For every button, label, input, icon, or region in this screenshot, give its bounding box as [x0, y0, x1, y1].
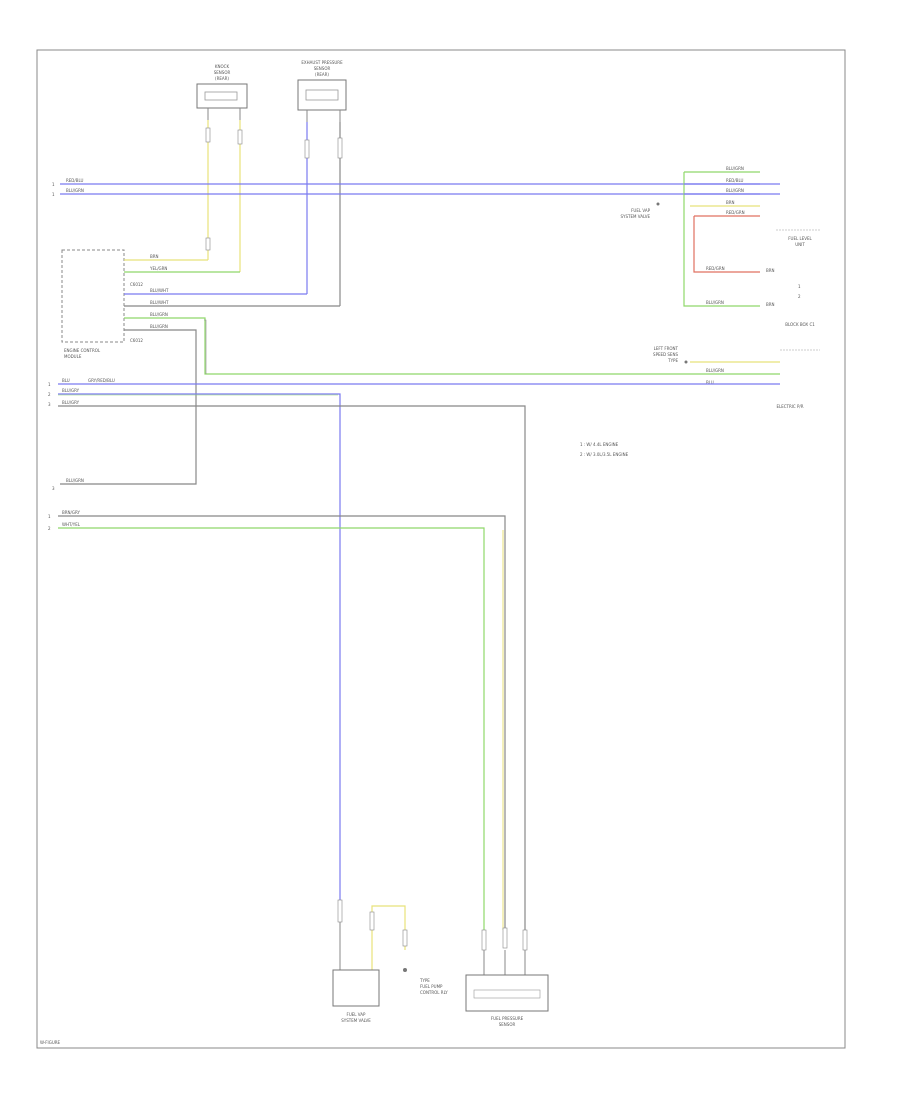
svg-text:1: 1	[798, 284, 801, 289]
wire-label-low-2: WHT/YEL	[62, 522, 81, 527]
svg-text:2: 2	[798, 294, 801, 299]
svg-text:1: 1	[48, 514, 51, 519]
left-sensor-label-1: KNOCK	[215, 64, 230, 69]
left-top-sensor: KNOCK SENSOR (REAR)	[196, 64, 248, 120]
right-sensor-body	[297, 79, 347, 111]
svg-text:2: 2	[48, 392, 51, 397]
top-bus: 1 1 RED/BLU BLU/GRN	[52, 178, 780, 197]
mid-label-1: LEFT FRONT	[654, 346, 679, 351]
wire-label-r-1: BLU/GRN	[726, 166, 744, 171]
ground-label-1: TYPE	[419, 978, 430, 983]
left-sensor-label-2: SENSOR	[214, 70, 231, 75]
wire-label-mid-3: BLU/GRY	[62, 400, 80, 405]
notes: 1 : W/ 4.4L ENGINE 2 : W/ 3.0L/3.5L ENGI…	[580, 442, 629, 457]
wire-label-ecm-6: BLU/GRN	[150, 324, 168, 329]
footer-label: W-FIGURE	[40, 1040, 61, 1045]
low-bus: 1 2 BRN/GRY WHT/YEL	[48, 510, 506, 930]
right-connector2-label: ELECTRIC P/R	[776, 404, 803, 409]
wire-label-top-1: RED/BLU	[66, 178, 84, 183]
ground-label-3: CONTROL RLY	[420, 990, 448, 995]
mid-right-connector: LEFT FRONT SPEED SENS TYPE BLU/GRN BLU E…	[653, 346, 820, 409]
fuel-vap-valve-body	[332, 969, 380, 1007]
diagram-frame	[36, 49, 846, 1049]
ecm-body	[61, 249, 125, 343]
wire-label-ecm-4: BLU/WHT	[150, 300, 169, 305]
fuel-pressure-sensor: FUEL PRESSURE SENSOR	[465, 927, 549, 1027]
ground-point	[403, 968, 407, 972]
wire-label-mid-2: BLU/GRY	[62, 388, 80, 393]
svg-text:1: 1	[48, 382, 51, 387]
note-2: 2 : W/ 3.0L/3.5L ENGINE	[580, 452, 629, 457]
ground-label-2: FUEL PUMP	[420, 984, 443, 989]
svg-text:3: 3	[52, 486, 55, 491]
wire-label-ecm-2: YEL/GRN	[149, 266, 167, 271]
mid-label-3: TYPE	[667, 358, 678, 363]
center-sensor-label-2: SYSTEM VALVE	[621, 214, 651, 219]
wire-label-top-2: BLU/GRN	[66, 188, 84, 193]
center-sensor-label-1: FUEL VAP	[631, 208, 650, 213]
fuel-pressure-body	[465, 974, 549, 1012]
wire-label-r-2: RED/BLU	[726, 178, 744, 183]
fuel-level-unit-label-1: FUEL LEVEL	[788, 236, 812, 241]
svg-text:1: 1	[52, 182, 55, 187]
right-top-sensor: EXHAUST PRESSURE SENSOR (REAR)	[297, 60, 347, 122]
fuel-level-unit-label-2: UNIT	[795, 242, 805, 247]
note-1: 1 : W/ 4.4L ENGINE	[580, 442, 619, 447]
wire-label-low-1: BRN/GRY	[62, 510, 80, 515]
fuel-pressure-label-2: SENSOR	[499, 1022, 516, 1027]
ecm-connector-bottom: C6012	[130, 338, 143, 343]
svg-text:2: 2	[48, 526, 51, 531]
ecm-wires: BRN YEL/GRN BLU/WHT BLU/WHT BLU/GRN BLU/…	[52, 254, 780, 491]
wire-label-r-8: BRN	[766, 268, 775, 273]
top-sensor-wires	[205, 120, 343, 306]
wire-label-r-11: BLU	[706, 380, 714, 385]
right-connector-label: BLOCK BOX C1	[785, 322, 815, 327]
ecm-label-1: ENGINE CONTROL	[64, 348, 101, 353]
right-sensor-label-3: (REAR)	[315, 72, 329, 77]
right-connector-block: BLU/GRN RED/BLU BLU/GRN BRN RED/GRN RED/…	[621, 166, 820, 327]
wire-label-ecm-1: BRN	[150, 254, 159, 259]
right-sensor-label-1: EXHAUST PRESSURE	[301, 60, 343, 65]
fuel-vap-label-1: FUEL VAP	[347, 1012, 366, 1017]
right-sensor-label-2: SENSOR	[314, 66, 331, 71]
left-sensor-label-3: (REAR)	[215, 76, 229, 81]
wire-label-ecm-6b: BLU/GRN	[66, 478, 84, 483]
wire-label-r-3: BLU/GRN	[726, 188, 744, 193]
wire-label-ecm-5: BLU/GRN	[150, 312, 168, 317]
fuel-vap-label-2: SYSTEM VALVE	[341, 1018, 371, 1023]
wire-label-r-4: BRN	[726, 200, 735, 205]
fuel-vap-valve: FUEL VAP SYSTEM VALVE TYPE FUEL PUMP CON…	[332, 899, 448, 1023]
wire-label-r-9: BRN	[766, 302, 775, 307]
mid-bus: 1 2 3 BLU GRY/RED/BLU BLU/GRY BLU/GRY	[48, 378, 780, 930]
fuel-pressure-label-1: FUEL PRESSURE	[491, 1016, 524, 1021]
left-sensor-body	[196, 83, 248, 109]
svg-text:1: 1	[52, 192, 55, 197]
wire-label-r-5: RED/GRN	[726, 210, 745, 215]
wire-label-ecm-3: BLU/WHT	[150, 288, 169, 293]
mid-label-2: SPEED SENS	[653, 352, 678, 357]
svg-text:3: 3	[48, 402, 51, 407]
ecm-connector-top: C6012	[130, 282, 143, 287]
engine-control-module: ENGINE CONTROL MODULE C6012 C6012	[61, 249, 143, 359]
wire-label-mid-1: BLU	[62, 378, 70, 383]
wire-label-mid-1b: GRY/RED/BLU	[88, 378, 115, 383]
ecm-label-2: MODULE	[64, 354, 82, 359]
wire-label-r-6: RED/GRN	[706, 266, 725, 271]
wire-label-r-7: BLU/GRN	[706, 300, 724, 305]
wire-label-r-10: BLU/GRN	[706, 368, 724, 373]
